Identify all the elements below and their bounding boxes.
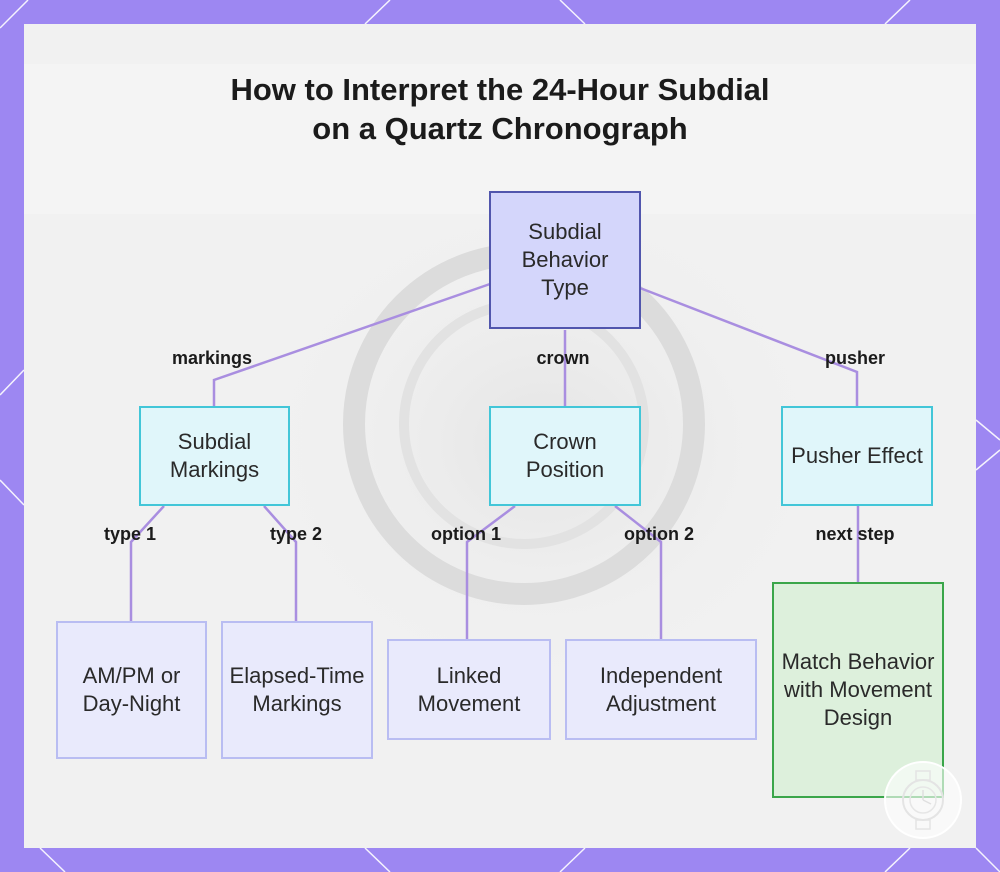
title-line-2: on a Quartz Chronograph bbox=[312, 111, 688, 146]
edge-crown-option1 bbox=[465, 505, 516, 640]
edge-label-type1: type 1 bbox=[103, 524, 157, 544]
edge-label-option1: option 1 bbox=[431, 524, 501, 544]
edge-markings-type1 bbox=[129, 505, 165, 622]
node-ampm-day-night: AM/PM or Day-Night bbox=[56, 621, 207, 759]
edge-label-next-step: next step bbox=[815, 524, 895, 544]
edge-label-markings: markings bbox=[171, 348, 253, 368]
node-elapsed-time-markings: Elapsed-Time Markings bbox=[221, 621, 373, 759]
edge-root-markings bbox=[212, 282, 491, 407]
node-pusher-effect: Pusher Effect bbox=[781, 406, 933, 506]
edge-label-pusher: pusher bbox=[824, 348, 886, 368]
title-line-1: How to Interpret the 24-Hour Subdial bbox=[230, 72, 770, 107]
page-title: How to Interpret the 24-Hour Subdial on … bbox=[24, 70, 976, 148]
edge-root-pusher bbox=[639, 286, 859, 407]
diagram-card: How to Interpret the 24-Hour Subdial on … bbox=[24, 24, 976, 848]
edge-label-type2: type 2 bbox=[269, 524, 323, 544]
watch-logo-icon bbox=[884, 761, 962, 839]
edge-crown-option2 bbox=[614, 505, 663, 640]
node-subdial-behavior-type: Subdial Behavior Type bbox=[489, 191, 641, 329]
node-subdial-markings: Subdial Markings bbox=[139, 406, 290, 506]
node-linked-movement: Linked Movement bbox=[387, 639, 551, 740]
edge-markings-type2 bbox=[263, 505, 298, 622]
node-crown-position: Crown Position bbox=[489, 406, 641, 506]
edge-label-option2: option 2 bbox=[624, 524, 694, 544]
edge-label-crown: crown bbox=[536, 348, 590, 368]
node-independent-adjustment: Independent Adjustment bbox=[565, 639, 757, 740]
diagram-edges bbox=[129, 282, 860, 640]
